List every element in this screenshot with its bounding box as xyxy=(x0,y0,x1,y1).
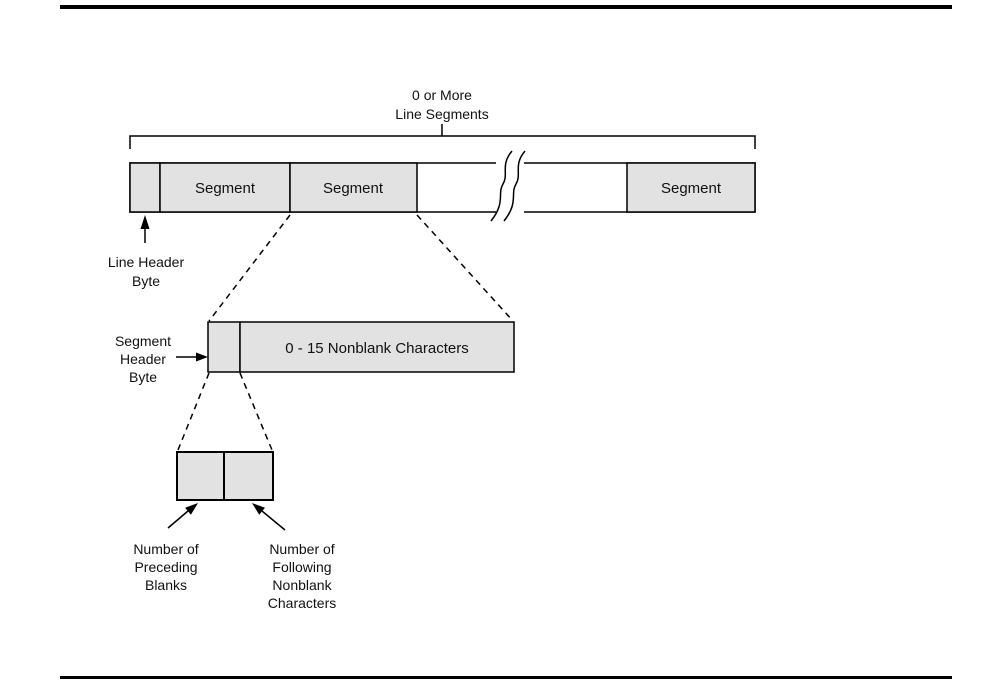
top-page-rule xyxy=(60,5,952,9)
segment-box-2-label: Segment xyxy=(323,180,384,197)
preceding-label-line1: Number of xyxy=(133,541,198,557)
following-nonblank-box xyxy=(223,451,274,501)
line-header-label-line1: Line Header xyxy=(108,254,185,270)
segment-header-label-line1: Segment xyxy=(115,333,171,349)
nonblank-characters-label: 0 - 15 Nonblank Characters xyxy=(285,340,468,357)
segment-box-1 xyxy=(159,162,291,213)
segment-header-label-line2: Header xyxy=(120,351,166,367)
top-brace xyxy=(129,135,756,149)
dashed-connector-upper-right xyxy=(416,214,514,322)
dashed-connector-lower-left xyxy=(177,372,210,451)
following-label-line3: Nonblank xyxy=(272,577,332,593)
dashed-connector-lower-right xyxy=(239,372,273,451)
segment-box-2 xyxy=(289,162,418,213)
brace-label-line2: Line Segments xyxy=(395,106,488,122)
break-mark-left xyxy=(490,150,513,222)
brace-label-line1: 0 or More xyxy=(412,87,472,103)
segment-box-1-label: Segment xyxy=(195,180,256,197)
segment-header-arrow-head xyxy=(196,352,208,362)
following-label-line2: Following xyxy=(272,559,331,575)
preceding-label-line3: Blanks xyxy=(145,577,187,593)
line-header-byte-box xyxy=(129,162,161,213)
preceding-blanks-box xyxy=(176,451,225,501)
break-gap-mask xyxy=(496,158,524,218)
following-arrow-head xyxy=(252,503,265,515)
segment-header-label-line3: Byte xyxy=(129,369,157,385)
following-label-line1: Number of xyxy=(269,541,334,557)
preceding-label-line2: Preceding xyxy=(134,559,197,575)
line-header-label-line2: Byte xyxy=(132,273,160,289)
preceding-arrow-shaft xyxy=(167,510,189,529)
bottom-page-rule xyxy=(60,676,952,679)
following-arrow-shaft xyxy=(261,510,286,531)
break-mark-right xyxy=(503,150,526,222)
segment-header-byte-box xyxy=(207,321,241,373)
following-label-line4: Characters xyxy=(268,595,336,611)
nonblank-characters-box xyxy=(239,321,515,373)
segment-box-3-label: Segment xyxy=(661,180,722,197)
dashed-connector-upper-left xyxy=(208,214,291,322)
line-header-arrow-head xyxy=(140,215,150,229)
preceding-arrow-head xyxy=(185,503,198,515)
segment-box-3 xyxy=(626,162,756,213)
